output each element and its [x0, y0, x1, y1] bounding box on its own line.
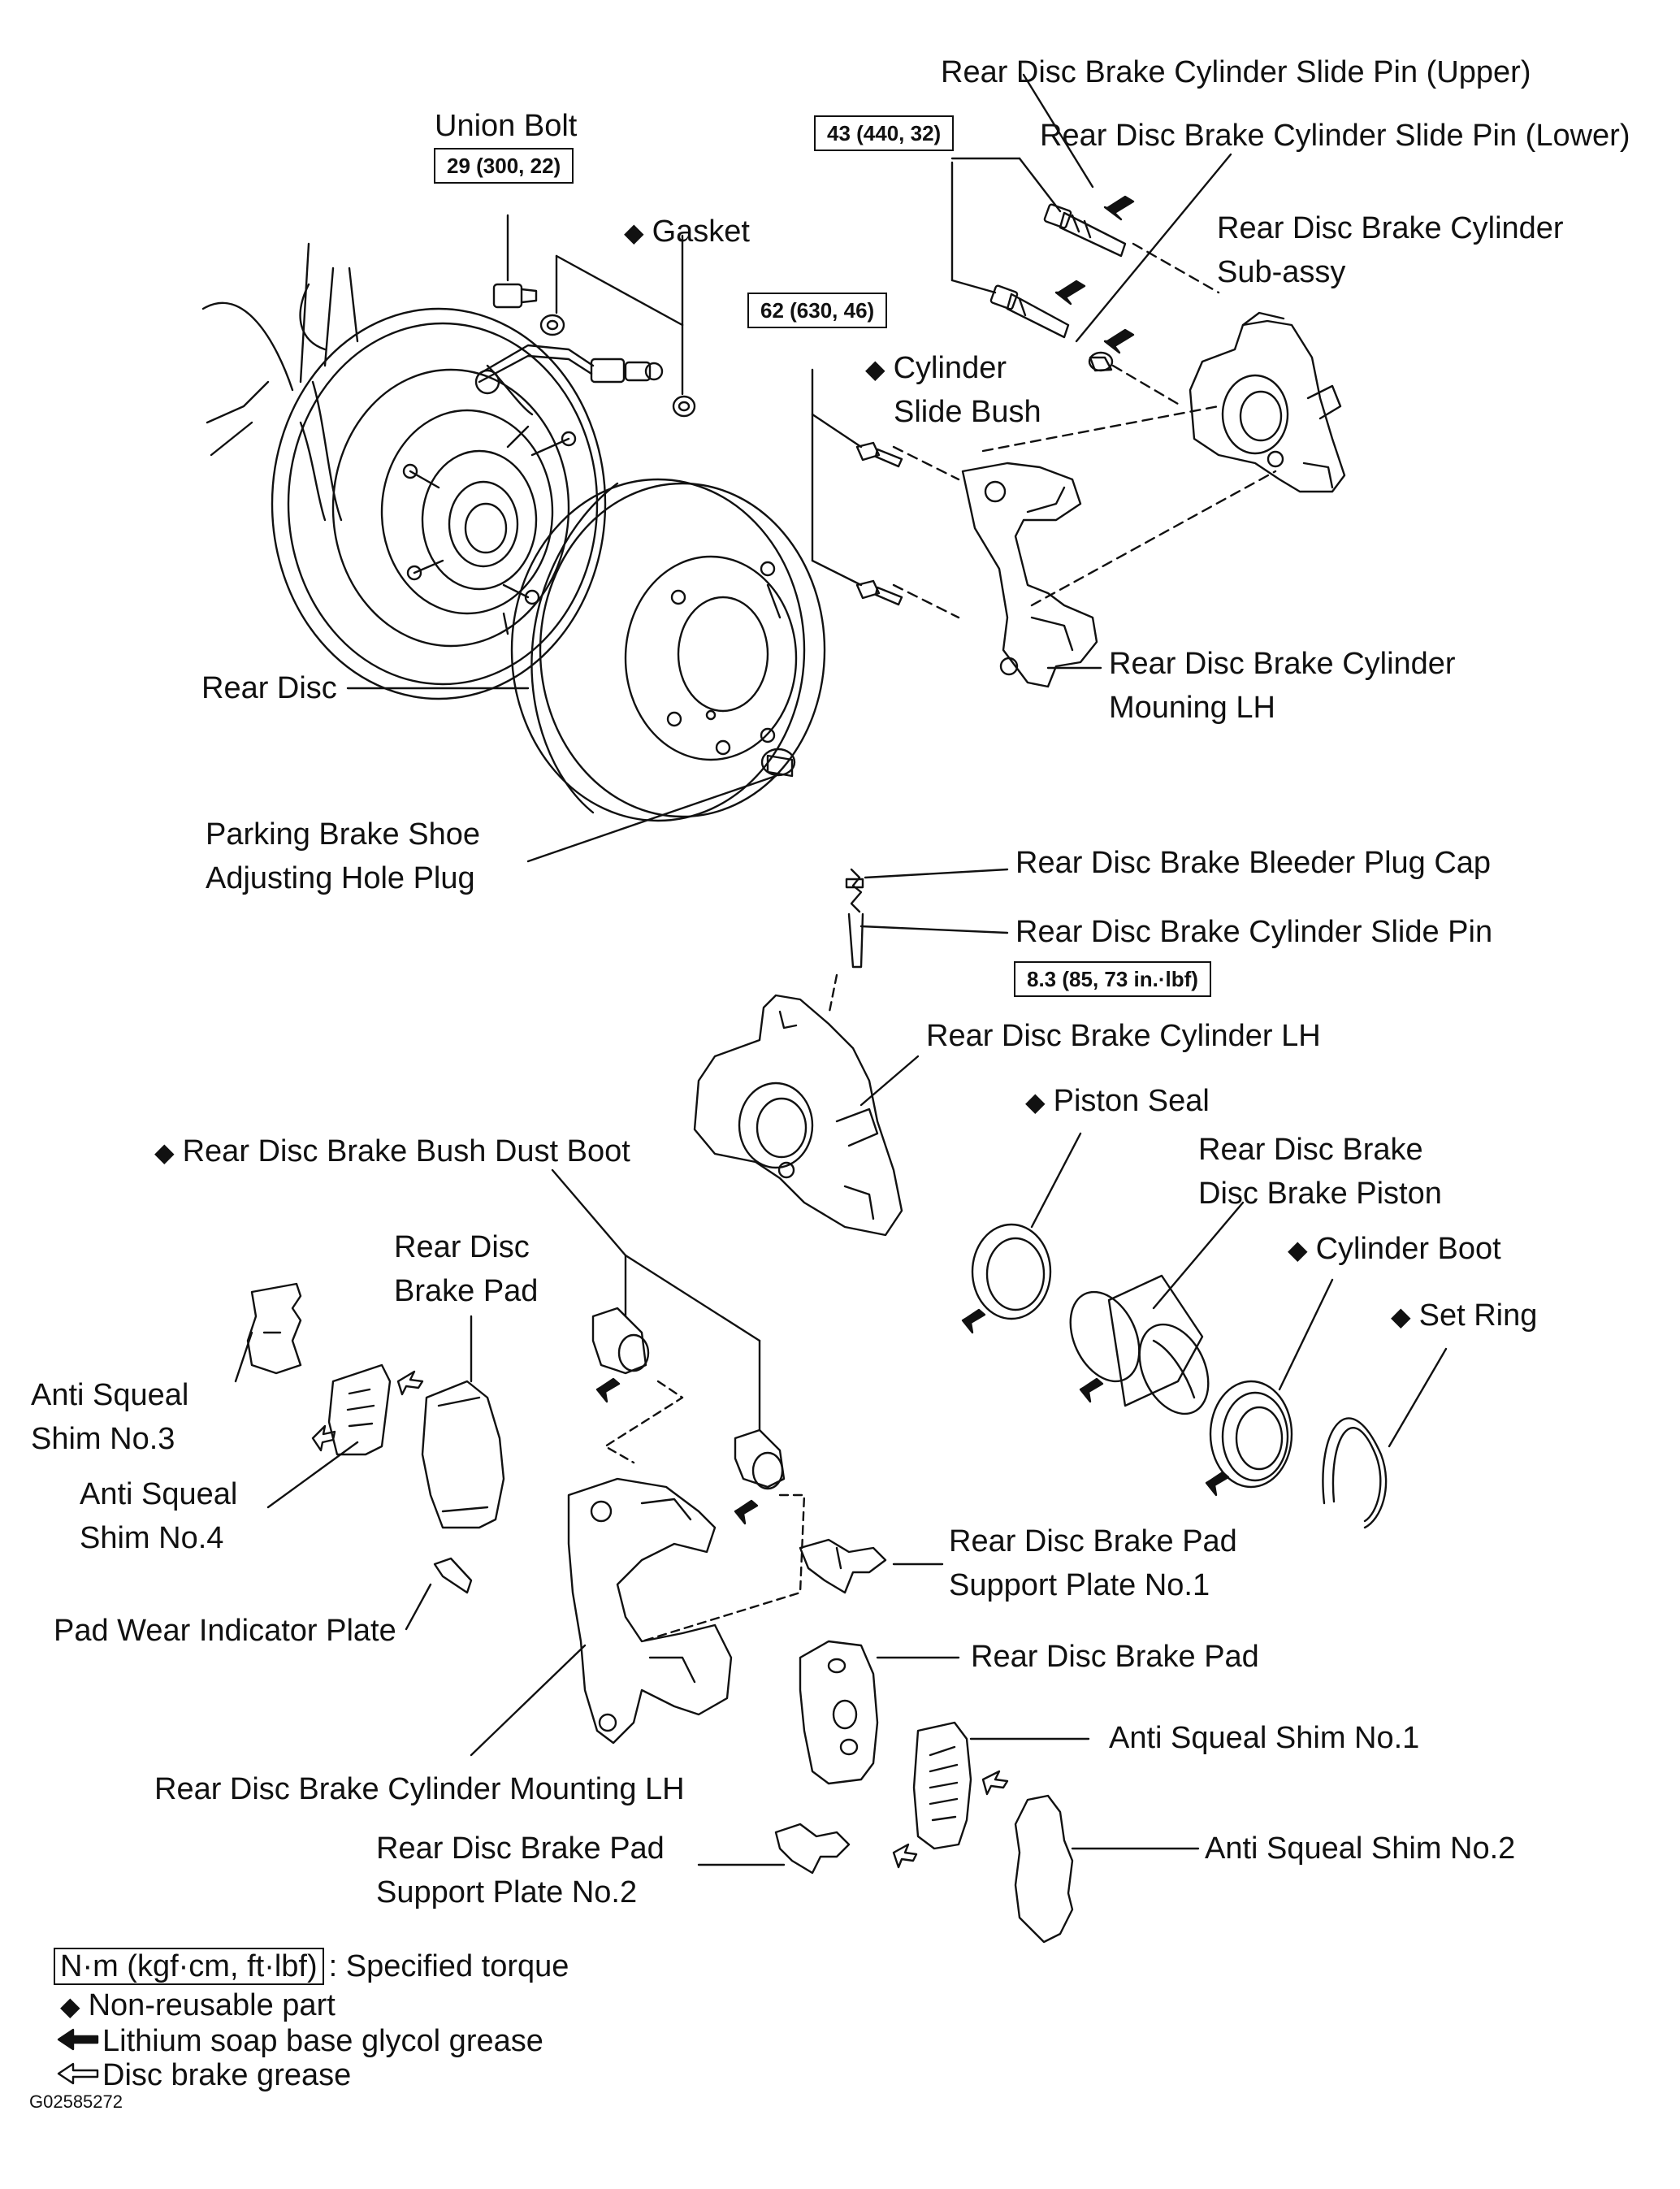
- label-bush-dust-boot: ◆Rear Disc Brake Bush Dust Boot: [154, 1134, 630, 1168]
- label-mounting-lh-top-2: Mouning LH: [1109, 691, 1275, 725]
- label-parking-plug-2: Adjusting Hole Plug: [206, 861, 475, 895]
- pads-and-shims: [236, 1170, 804, 1755]
- label-brake-pad-left-2: Brake Pad: [394, 1274, 539, 1308]
- legend-non-reusable: ◆Non-reusable part: [60, 1988, 336, 2022]
- label-cylinder-boot: ◆Cylinder Boot: [1288, 1232, 1501, 1266]
- label-support-plate2-1: Rear Disc Brake Pad: [376, 1831, 665, 1866]
- legend-torque-text: : Specified torque: [328, 1949, 569, 1983]
- torque-slide-pin: 8.3 (85, 73 in.·lbf): [1014, 961, 1211, 997]
- figure-code: G02585272: [29, 2091, 123, 2112]
- label-parking-plug-1: Parking Brake Shoe: [206, 817, 480, 852]
- bottom-right-parts: [699, 1540, 1198, 1942]
- non-reusable-symbol: ◆: [1025, 1087, 1046, 1116]
- label-cylinder-subassy-2: Sub-assy: [1217, 255, 1346, 289]
- label-mounting-lh-top-1: Rear Disc Brake Cylinder: [1109, 647, 1456, 681]
- label-brake-pad-right: Rear Disc Brake Pad: [971, 1640, 1259, 1674]
- label-shim3-2: Shim No.3: [31, 1422, 175, 1456]
- label-shim3-1: Anti Squeal: [31, 1378, 189, 1412]
- top-right-assembly: [812, 75, 1344, 687]
- label-support-plate1-1: Rear Disc Brake Pad: [949, 1524, 1237, 1558]
- non-reusable-symbol: ◆: [1391, 1302, 1411, 1331]
- non-reusable-symbol: ◆: [624, 218, 644, 247]
- label-pad-wear-plate: Pad Wear Indicator Plate: [54, 1614, 396, 1648]
- legend-torque: N·m (kgf·cm, ft·lbf): Specified torque: [54, 1948, 569, 1985]
- label-slide-pin-lower: Rear Disc Brake Cylinder Slide Pin (Lowe…: [1040, 119, 1630, 153]
- label-cylinder-slide-bush-1: ◆Cylinder: [865, 351, 1007, 385]
- label-union-bolt: Union Bolt: [435, 109, 578, 143]
- torque-mounting-bolts: 62 (630, 46): [747, 293, 888, 328]
- legend-lithium: Lithium soap base glycol grease: [102, 2024, 543, 2058]
- non-reusable-symbol: ◆: [60, 1992, 80, 2021]
- hub-backing-plate: [203, 244, 605, 699]
- label-cylinder-subassy-1: Rear Disc Brake Cylinder: [1217, 211, 1564, 245]
- label-brake-pad-left-1: Rear Disc: [394, 1230, 530, 1264]
- label-shim4-2: Shim No.4: [80, 1521, 224, 1555]
- label-gasket: ◆Gasket: [624, 215, 750, 249]
- legend-torque-box: N·m (kgf·cm, ft·lbf): [54, 1948, 324, 1985]
- non-reusable-symbol: ◆: [1288, 1235, 1308, 1264]
- label-shim2: Anti Squeal Shim No.2: [1205, 1831, 1516, 1866]
- brake-hose: [479, 345, 662, 382]
- non-reusable-symbol: ◆: [154, 1138, 175, 1167]
- label-slide-pin: Rear Disc Brake Cylinder Slide Pin: [1015, 915, 1493, 949]
- non-reusable-symbol: ◆: [865, 354, 885, 384]
- label-piston-2: Disc Brake Piston: [1198, 1177, 1442, 1211]
- label-set-ring: ◆Set Ring: [1391, 1298, 1538, 1333]
- torque-slide-pins: 43 (440, 32): [814, 115, 955, 151]
- label-bleeder-plug-cap: Rear Disc Brake Bleeder Plug Cap: [1015, 846, 1492, 880]
- label-cylinder-slide-bush-2: Slide Bush: [894, 395, 1041, 429]
- union-bolt-parts: [494, 215, 695, 416]
- legend-disc-grease: Disc brake grease: [102, 2058, 352, 2092]
- torque-union-bolt: 29 (300, 22): [434, 148, 574, 184]
- piston-parts: [963, 1134, 1446, 1528]
- label-cylinder-lh: Rear Disc Brake Cylinder LH: [926, 1019, 1321, 1053]
- label-piston-1: Rear Disc Brake: [1198, 1133, 1423, 1167]
- label-mounting-lh-bottom: Rear Disc Brake Cylinder Mounting LH: [154, 1772, 685, 1806]
- label-support-plate2-2: Support Plate No.2: [376, 1875, 638, 1909]
- label-support-plate1-2: Support Plate No.1: [949, 1568, 1210, 1602]
- parking-plug: [528, 749, 795, 861]
- legend-symbols: [58, 2030, 97, 2083]
- label-piston-seal: ◆Piston Seal: [1025, 1084, 1210, 1118]
- label-shim1: Anti Squeal Shim No.1: [1109, 1721, 1420, 1755]
- cylinder-lh: [695, 869, 1007, 1235]
- rear-disc-rotor: [512, 479, 825, 821]
- label-rear-disc: Rear Disc: [201, 671, 337, 705]
- label-slide-pin-upper: Rear Disc Brake Cylinder Slide Pin (Uppe…: [941, 55, 1531, 89]
- label-shim4-1: Anti Squeal: [80, 1477, 238, 1511]
